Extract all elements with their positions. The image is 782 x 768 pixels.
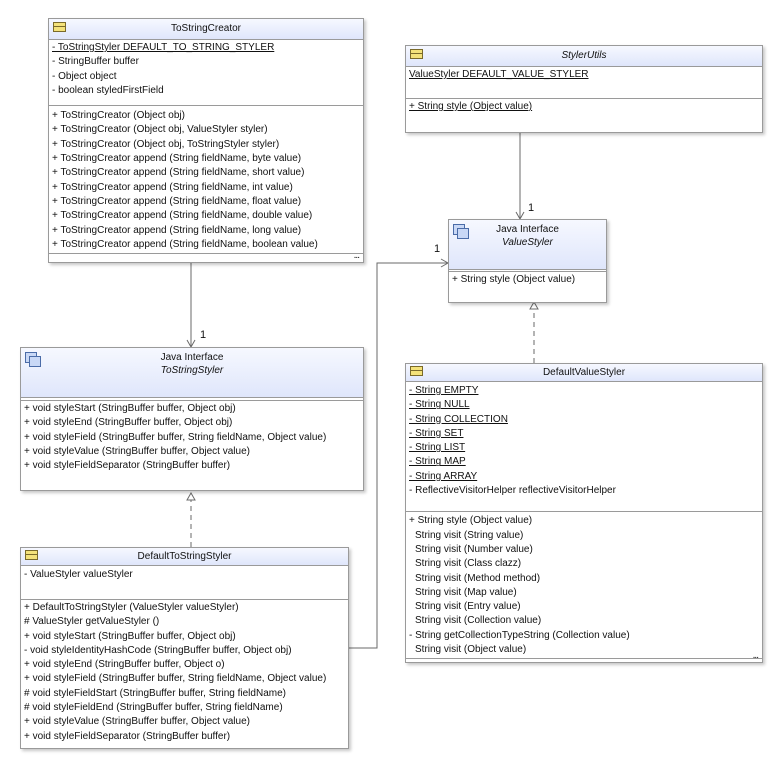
class-icon — [53, 22, 66, 32]
operation: - void styleIdentityHashCode (StringBuff… — [24, 644, 292, 656]
attributes-compartment: - ToStringStyler DEFAULT_TO_STRING_STYLE… — [49, 40, 363, 107]
operation: + void styleValue (StringBuffer buffer, … — [24, 716, 250, 728]
operation: String visit (Class clazz) — [415, 558, 522, 570]
class-header: Java Interface ValueStyler — [449, 220, 606, 270]
operation: String visit (Method method) — [415, 572, 541, 584]
arrowhead-defaulttostringstyler-valuestyler — [440, 258, 450, 268]
attribute: ValueStyler DEFAULT_VALUE_STYLER — [409, 69, 589, 80]
operation: + ToStringCreator append (String fieldNa… — [52, 167, 305, 179]
interface-name: ValueStyler — [502, 237, 553, 248]
operation: + ToStringCreator (Object obj, ToStringS… — [52, 138, 280, 150]
attribute: - String MAP — [409, 456, 466, 468]
operation: + ToStringCreator append (String fieldNa… — [52, 195, 302, 207]
attribute: - String SET — [409, 427, 464, 439]
interface-name: ToStringStyler — [160, 365, 224, 376]
operations-compartment: + String style (Object value) — [406, 99, 762, 115]
operations-compartment: + String style (Object value) String vis… — [406, 512, 762, 660]
operation: String visit (Number value) — [415, 543, 533, 555]
operation: + void styleStart (StringBuffer buffer, … — [24, 630, 236, 642]
operation: String visit (Entry value) — [415, 601, 521, 613]
operation: # ValueStyler getValueStyler () — [24, 616, 160, 628]
class-tostringcreator[interactable]: ToStringCreator - ToStringStyler DEFAULT… — [48, 18, 364, 263]
operation: + ToStringCreator (Object obj) — [52, 110, 185, 122]
operation: + ToStringCreator append (String fieldNa… — [52, 181, 293, 193]
operation: + String style (Object value) — [409, 101, 533, 112]
operation: + DefaultToStringStyler (ValueStyler val… — [24, 602, 239, 613]
operation: + void styleFieldSeparator (StringBuffer… — [24, 460, 231, 472]
class-icon — [410, 366, 423, 376]
operation: + void styleEnd (StringBuffer buffer, Ob… — [24, 659, 225, 671]
attribute: - ToStringStyler DEFAULT_TO_STRING_STYLE… — [52, 42, 275, 53]
class-name: DefaultValueStyler — [542, 367, 626, 378]
class-icon — [25, 550, 38, 560]
class-header: ToStringCreator — [49, 19, 363, 40]
operation: + void styleEnd (StringBuffer buffer, Ob… — [24, 417, 233, 429]
class-name: DefaultToStringStyler — [137, 551, 232, 562]
operation: + ToStringCreator (Object obj, ValueStyl… — [52, 124, 268, 136]
operation: + String style (Object value) — [409, 515, 533, 527]
operation: + ToStringCreator append (String fieldNa… — [52, 238, 318, 250]
attribute: - ValueStyler valueStyler — [24, 569, 133, 580]
attribute: - String EMPTY — [409, 385, 479, 396]
multiplicity-defaulttostringstyler-valuestyler: 1 — [434, 243, 441, 255]
attributes-compartment — [21, 398, 363, 401]
realization-arrow-valuestyler — [529, 300, 539, 310]
class-header: DefaultValueStyler — [406, 364, 762, 382]
operations-compartment: + ToStringCreator (Object obj) + ToStrin… — [49, 106, 363, 255]
more-indicator: ... — [353, 250, 360, 261]
operation: # void styleFieldEnd (StringBuffer buffe… — [24, 702, 283, 714]
operation: String visit (Collection value) — [415, 615, 542, 627]
operations-compartment: + String style (Object value) — [449, 272, 606, 288]
operation: String visit (String value) — [415, 529, 524, 541]
class-header: DefaultToStringStyler — [21, 548, 348, 566]
multiplicity-tostringcreator-tostringstyler: 1 — [200, 329, 207, 341]
operations-compartment: + void styleStart (StringBuffer buffer, … — [21, 401, 363, 474]
operation: # void styleFieldStart (StringBuffer buf… — [24, 687, 286, 699]
class-stylerutils[interactable]: StylerUtils ValueStyler DEFAULT_VALUE_ST… — [405, 45, 763, 133]
attribute: - String COLLECTION — [409, 413, 508, 425]
attributes-compartment — [449, 270, 606, 272]
operation: + void styleFieldSeparator (StringBuffer… — [24, 730, 231, 742]
operation: + ToStringCreator append (String fieldNa… — [52, 210, 313, 222]
operation: + void styleStart (StringBuffer buffer, … — [24, 403, 236, 414]
arrowhead-tostringcreator-tostringstyler — [186, 339, 196, 349]
arrowhead-stylerutils-valuestyler — [515, 211, 525, 221]
attribute: - ReflectiveVisitorHelper reflectiveVisi… — [409, 485, 616, 497]
class-header: Java Interface ToStringStyler — [21, 348, 363, 398]
operation: + ToStringCreator append (String fieldNa… — [52, 224, 302, 236]
interface-icon — [453, 224, 469, 239]
interface-valuestyler[interactable]: Java Interface ValueStyler + String styl… — [448, 219, 607, 303]
attribute: - String NULL — [409, 399, 470, 411]
operation: + void styleField (StringBuffer buffer, … — [24, 431, 327, 443]
class-defaultvaluestyler[interactable]: DefaultValueStyler - String EMPTY - Stri… — [405, 363, 763, 663]
operation: + void styleField (StringBuffer buffer, … — [24, 673, 327, 685]
class-defaulttostringstyler[interactable]: DefaultToStringStyler - ValueStyler valu… — [20, 547, 349, 749]
attribute: - Object object — [52, 70, 117, 82]
operation: + void styleValue (StringBuffer buffer, … — [24, 445, 250, 457]
attribute: - boolean styledFirstField — [52, 84, 164, 96]
interface-icon — [25, 352, 41, 367]
class-name: StylerUtils — [561, 50, 607, 61]
realization-arrow-tostringstyler — [186, 491, 196, 501]
attributes-compartment: - String EMPTY - String NULL - String CO… — [406, 382, 762, 513]
class-icon — [410, 49, 423, 59]
attributes-compartment: ValueStyler DEFAULT_VALUE_STYLER — [406, 67, 762, 99]
attribute: - String LIST — [409, 442, 466, 454]
attribute: - String ARRAY — [409, 470, 478, 482]
stereotype-label: Java Interface — [496, 224, 559, 235]
multiplicity-stylerutils-valuestyler: 1 — [528, 202, 535, 214]
interface-tostringstyler[interactable]: Java Interface ToStringStyler + void sty… — [20, 347, 364, 491]
operations-compartment: + DefaultToStringStyler (ValueStyler val… — [21, 600, 348, 745]
more-indicator: ... — [752, 650, 759, 661]
operation: + String style (Object value) — [452, 274, 576, 285]
operation: + ToStringCreator append (String fieldNa… — [52, 153, 302, 165]
operation: String visit (Object value) — [415, 644, 527, 656]
class-name: ToStringCreator — [170, 23, 242, 34]
attribute: - StringBuffer buffer — [52, 56, 139, 68]
class-header: StylerUtils — [406, 46, 762, 67]
operation: - String getCollectionTypeString (Collec… — [409, 629, 630, 641]
stereotype-label: Java Interface — [160, 352, 224, 363]
attributes-compartment: - ValueStyler valueStyler — [21, 566, 348, 600]
operation: String visit (Map value) — [415, 586, 517, 598]
